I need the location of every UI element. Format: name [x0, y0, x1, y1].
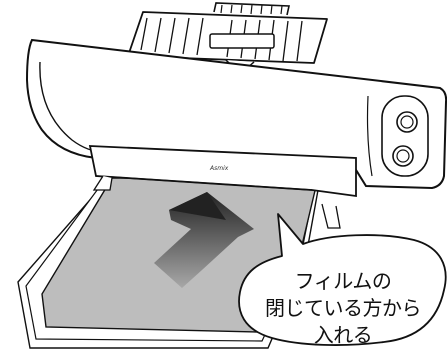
speech-bubble [238, 213, 447, 346]
mode-knob-icon [392, 145, 414, 167]
feed-slot: Asmix [88, 145, 357, 229]
callout-line-1: フィルムの [294, 269, 392, 293]
power-knob-icon [396, 111, 418, 133]
callout-line-2: 閉じている方から [265, 296, 422, 320]
input-tray [127, 2, 328, 70]
insert-arrow [154, 192, 254, 288]
arrow-head [169, 192, 226, 220]
callout-line-3: 入れる [313, 323, 373, 347]
callout-text: フィルムの 閉じている方から 入れる [240, 268, 446, 349]
brand-logo: Asmix [209, 165, 229, 172]
